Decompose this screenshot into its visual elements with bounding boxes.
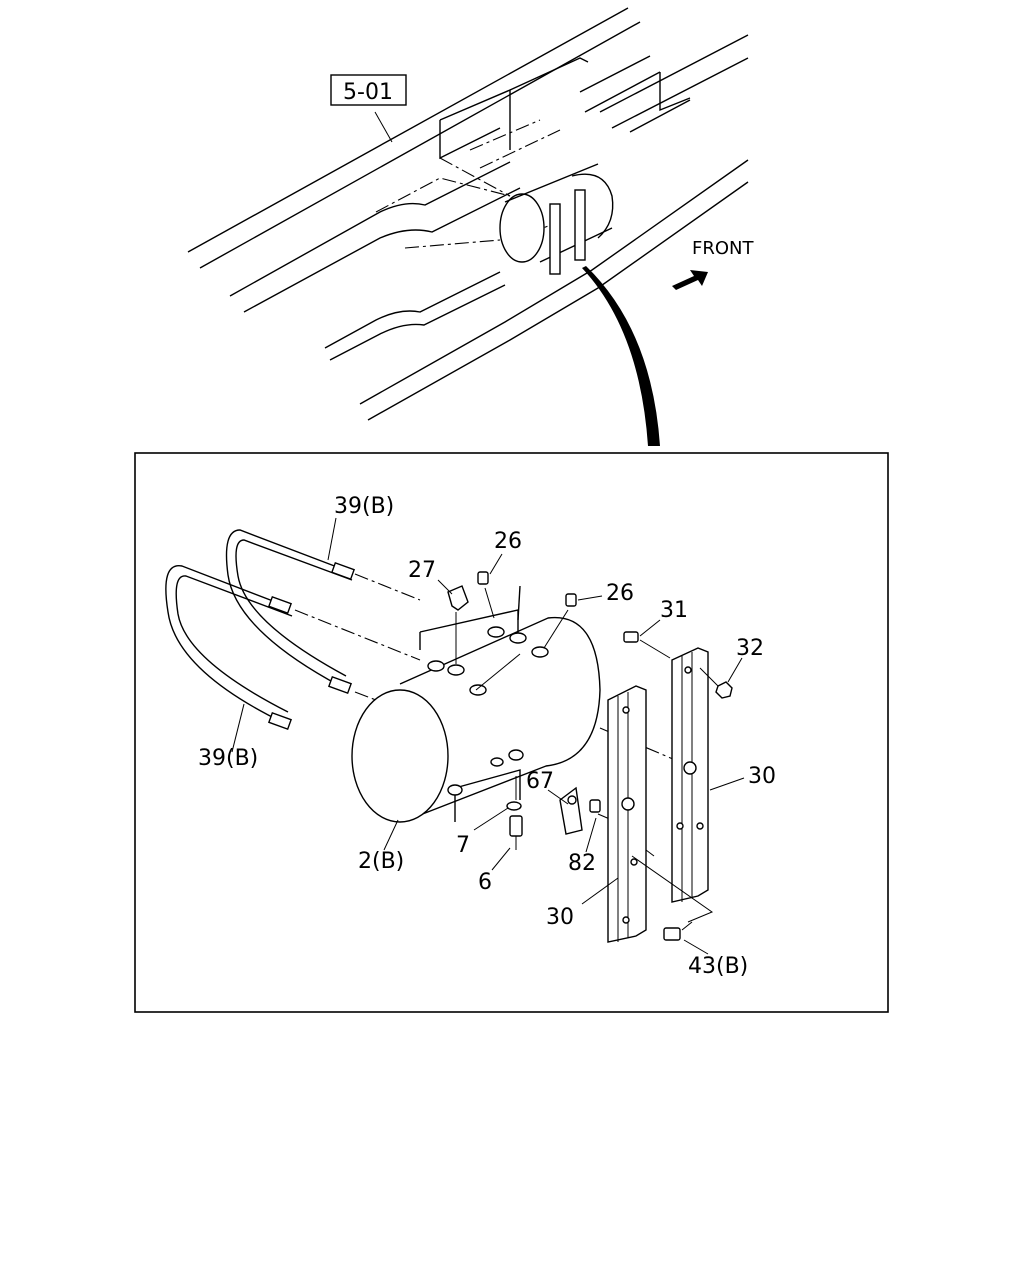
callout-6: 6 [478,870,492,895]
chassis-frame-overview: 5-01 FRONT [187,7,754,446]
callout-30-right: 30 [748,764,776,789]
callout-67: 67 [526,769,554,794]
callout-leaders [231,517,745,955]
detail-pointer-icon [582,266,660,446]
callout-31: 31 [660,598,688,623]
callout-7: 7 [456,833,470,858]
front-direction-label: FRONT [692,238,754,259]
callout-82: 82 [568,851,596,876]
callout-labels: 39(B) 39(B) 26 27 26 31 32 30 67 7 82 2(… [198,494,776,979]
reference-box [330,74,407,106]
air-tank-assembly [165,529,733,943]
reference-box-label: 5-01 [343,80,393,105]
callout-26-a: 26 [494,529,522,554]
detail-frame [134,452,889,1013]
callout-43: 43(B) [688,954,748,979]
callout-39-top: 39(B) [334,494,394,519]
callout-2: 2(B) [358,849,404,874]
front-arrow-icon [672,270,708,290]
callout-39-left: 39(B) [198,746,258,771]
callout-26-b: 26 [606,581,634,606]
callout-27: 27 [408,558,436,583]
callout-32: 32 [736,636,764,661]
callout-30-left: 30 [546,905,574,930]
